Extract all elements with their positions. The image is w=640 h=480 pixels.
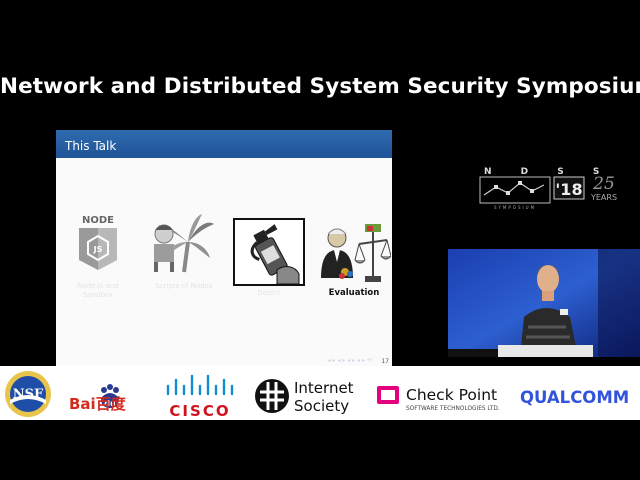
svg-text:du: du: [104, 399, 116, 408]
item-caption-1: Node.js and Sandbox: [77, 282, 119, 299]
nsf-logo: NSF: [4, 370, 52, 422]
svg-text:SOFTWARE TECHNOLOGIES LTD.: SOFTWARE TECHNOLOGIES LTD.: [406, 406, 500, 412]
slide-page-number: 17: [381, 358, 389, 365]
svg-text:NSF: NSF: [13, 387, 44, 402]
svg-text:JS: JS: [93, 245, 103, 254]
slide-navigation[interactable]: ◂ ▸ ◂ ▸ ◂ ▸ ◂ ▸ ⟲: [327, 357, 372, 364]
svg-text:CISCO: CISCO: [169, 402, 230, 418]
presentation-slide: This Talk NODE JS Node.js and Sandbox Sc…: [56, 130, 392, 366]
qualcomm-logo: QUALCOMM: [518, 382, 638, 414]
svg-text:25: 25: [592, 174, 615, 194]
banana-tree-icon: [144, 212, 216, 278]
svg-text:Internet: Internet: [294, 379, 354, 397]
check-point-logo: Check Point SOFTWARE TECHNOLOGIES LTD.: [376, 380, 516, 416]
item-caption-4: Evaluation: [328, 288, 380, 298]
nodejs-icon: NODE JS: [76, 212, 120, 276]
baidu-logo: du Bai百度: [68, 382, 158, 418]
speaker-video: [448, 249, 640, 357]
conference-title: Network and Distributed System Security …: [0, 74, 640, 99]
item-caption-2: Scripts of Nodes: [155, 282, 213, 290]
svg-text:Bai百度: Bai百度: [69, 395, 127, 413]
spray-bottle-icon: [233, 218, 305, 290]
svg-text:SYMPOSIUM: SYMPOSIUM: [494, 205, 536, 210]
cisco-logo: CISCO: [164, 374, 244, 422]
ndss-logo: N D S S SYMPOSIUM '18 25 YEARS: [478, 165, 623, 215]
item-caption-3: Detect: [257, 289, 281, 297]
svg-text:YEARS: YEARS: [590, 193, 617, 202]
scales-icon: [317, 222, 392, 290]
svg-text:Society: Society: [294, 397, 349, 415]
slide-header: This Talk: [56, 130, 392, 158]
svg-text:'18: '18: [555, 180, 582, 199]
internet-society-logo: Internet Society: [254, 376, 366, 420]
node-logo-text: NODE: [82, 215, 114, 226]
sponsor-bar: NSF du Bai百度 CISCO Internet Society: [0, 366, 640, 420]
svg-text:QUALCOMM: QUALCOMM: [520, 388, 629, 407]
svg-text:N D S S: N D S S: [484, 167, 612, 177]
svg-text:Check Point: Check Point: [406, 386, 497, 404]
